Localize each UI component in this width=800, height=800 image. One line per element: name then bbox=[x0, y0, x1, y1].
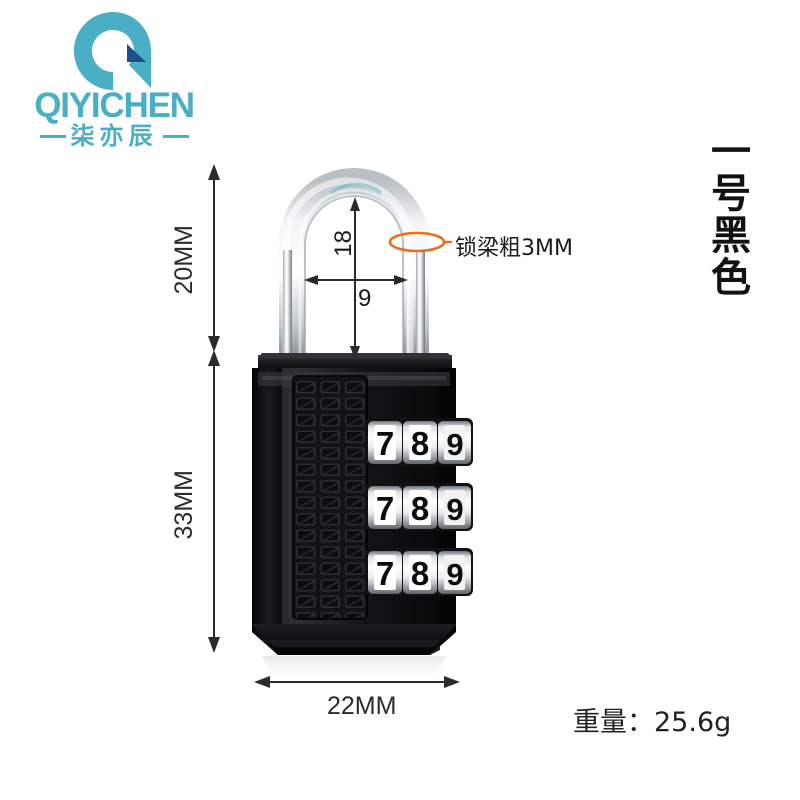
shackle-thickness-note: 锁梁粗3MM bbox=[455, 236, 573, 261]
weight-spec: 重量：25.6g bbox=[573, 707, 732, 738]
dim-arrow-body-width bbox=[254, 676, 460, 688]
variant-label: 一号黑色 bbox=[704, 130, 750, 298]
dial-1-digit-3: 9 bbox=[446, 427, 463, 462]
dim-label-inner-width: 9 bbox=[358, 285, 372, 312]
dial-1-digit-1: 7 bbox=[376, 425, 394, 462]
dial-2-digit-1: 7 bbox=[376, 490, 394, 527]
brand-rule-left bbox=[39, 134, 66, 138]
padlock-shackle bbox=[279, 168, 429, 366]
combination-dials[interactable]: 7 8 9 7 8 9 7 8 9 bbox=[365, 418, 473, 596]
dim-label-inner-height: 18 bbox=[330, 230, 357, 257]
brand-chinese-name: 柒亦辰 bbox=[70, 122, 158, 150]
dial-2-digit-2: 8 bbox=[411, 490, 429, 527]
dial-3-digit-3: 9 bbox=[446, 557, 463, 592]
dim-label-shackle-height: 20MM bbox=[170, 225, 198, 295]
brand-wordmark: QIYICHEN bbox=[34, 86, 195, 125]
dial-row-3[interactable]: 7 8 9 bbox=[365, 548, 473, 596]
dim-label-body-height: 33MM bbox=[170, 470, 198, 540]
brand-logo: QIYICHEN 柒亦辰 bbox=[14, 8, 214, 148]
brand-rule-right bbox=[162, 134, 189, 138]
dial-3-digit-2: 8 bbox=[411, 555, 429, 592]
dial-3-digit-1: 7 bbox=[376, 555, 394, 592]
dim-arrow-body-height bbox=[208, 350, 220, 653]
dial-2-digit-3: 9 bbox=[446, 492, 463, 527]
dim-arrow-inner-height bbox=[350, 197, 360, 360]
brand-chinese-row: 柒亦辰 bbox=[14, 124, 214, 148]
dial-row-1[interactable]: 7 8 9 bbox=[365, 418, 473, 466]
dim-arrow-inner-width bbox=[304, 275, 408, 285]
shackle-thickness-marker bbox=[388, 231, 452, 253]
product-reflection bbox=[262, 656, 446, 686]
dial-1-digit-2: 8 bbox=[411, 425, 429, 462]
padlock-body bbox=[252, 353, 456, 655]
dim-label-body-width: 22MM bbox=[327, 692, 397, 720]
q-logo-icon bbox=[74, 12, 151, 90]
dim-arrow-shackle-height bbox=[208, 164, 220, 352]
dial-row-2[interactable]: 7 8 9 bbox=[365, 483, 473, 531]
